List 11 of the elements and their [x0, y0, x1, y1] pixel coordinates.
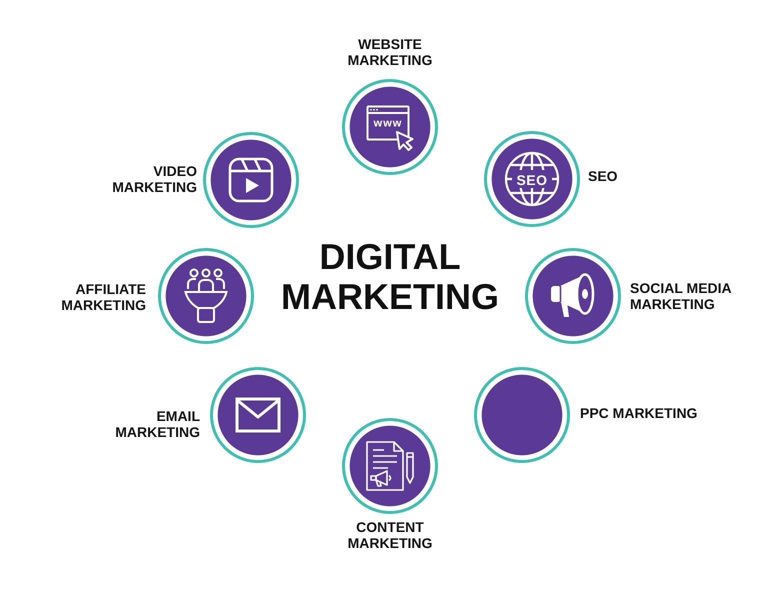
- screen-text: www: [374, 118, 402, 130]
- service-label: CONTENT MARKETING: [346, 519, 434, 551]
- service-label: EMAIL MARKETING: [114, 408, 200, 440]
- service-label: WEBSITE MARKETING: [346, 36, 434, 68]
- globe-text: SEO: [516, 173, 548, 187]
- service-label: SOCIAL MEDIA MARKETING: [630, 280, 732, 312]
- service-label: SEO: [588, 168, 618, 184]
- diagram-title: DIGITAL MARKETING: [280, 237, 500, 317]
- service-label: VIDEO MARKETING: [111, 163, 197, 195]
- service-label: AFFILIATE MARKETING: [60, 281, 146, 313]
- service-label: PPC MARKETING: [580, 405, 698, 421]
